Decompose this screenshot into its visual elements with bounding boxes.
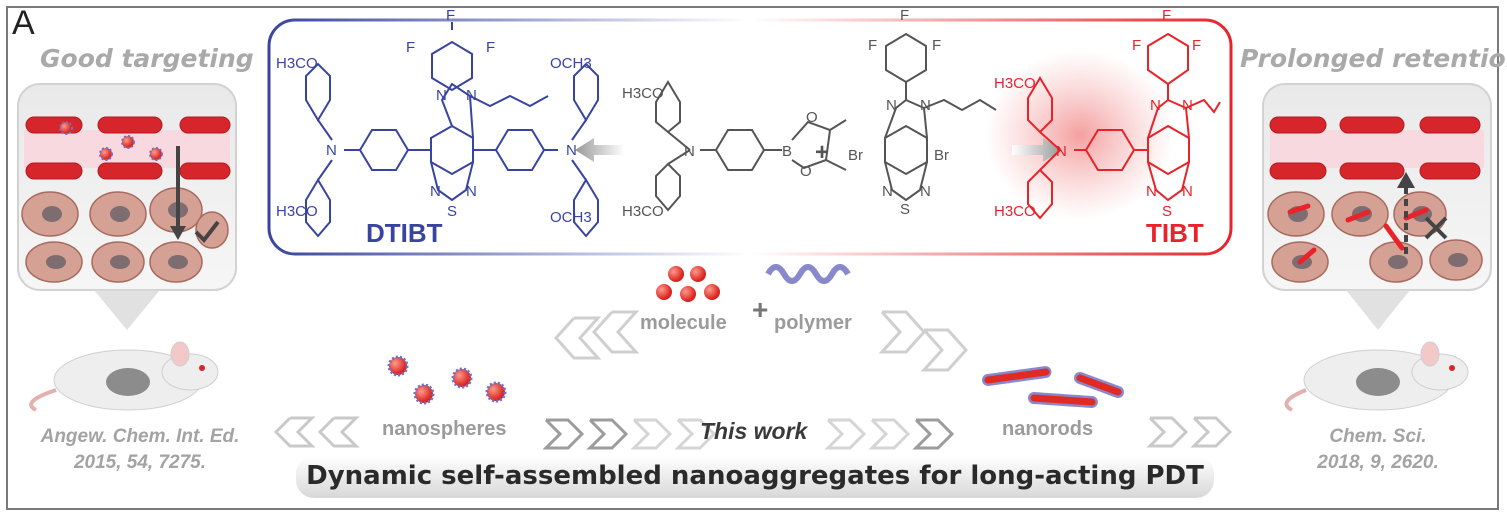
dtibt-structure	[305, 22, 599, 238]
atom-n: N	[326, 142, 337, 159]
arrow-to-dtibt	[575, 138, 625, 162]
mouse-left	[29, 341, 219, 412]
molecule-label: molecule	[640, 312, 727, 334]
atom-o: O	[806, 109, 818, 126]
label-h3co: H3CO	[276, 55, 318, 72]
banner-background	[296, 456, 1214, 498]
atom-n: N	[1150, 97, 1161, 114]
label-h3co: H3CO	[622, 85, 664, 102]
right-citation-journal: Chem. Sci.	[1329, 426, 1427, 447]
atom-f: F	[900, 7, 909, 24]
atom-f: F	[932, 37, 941, 54]
atom-f: F	[406, 39, 415, 56]
nanorods-label: nanorods	[1002, 418, 1094, 440]
left-citation-journal: Angew. Chem. Int. Ed.	[40, 426, 240, 447]
atom-f: F	[1132, 37, 1141, 54]
plus-label: +	[752, 294, 769, 325]
atom-f: F	[486, 39, 495, 56]
banner-title: Dynamic self-assembled nanoaggregates fo…	[306, 461, 1204, 491]
arrow-to-tibt	[1012, 138, 1062, 162]
left-citation: Angew. Chem. Int. Ed. 2015, 54, 7275.	[20, 424, 260, 476]
atom-n: N	[886, 97, 897, 114]
reactant-bromide-atoms: F F F N N Br Br N N S	[848, 7, 949, 218]
left-citation-year: 2015, 54, 7275.	[73, 452, 207, 473]
molecule-dots	[656, 266, 720, 302]
tibt-atoms: F F F H3CO H3CO N N N N N S	[994, 7, 1201, 220]
atom-n: N	[1146, 183, 1157, 200]
atom-n: N	[1056, 143, 1067, 160]
atom-n: N	[466, 87, 477, 104]
atom-n: N	[466, 183, 477, 200]
label-h3co: H3CO	[994, 75, 1036, 92]
label-och3: OCH3	[550, 55, 592, 72]
atom-n: N	[436, 87, 447, 104]
polymer-chain	[765, 264, 851, 284]
dtibt-atoms: F F F N N N N N N S H3CO H3CO OCH3 OCH3	[276, 7, 592, 226]
nanorods	[982, 366, 1124, 408]
left-title: Good targeting	[40, 44, 254, 73]
atom-f: F	[868, 37, 877, 54]
atom-f: F	[1162, 7, 1171, 24]
atom-s: S	[447, 203, 457, 220]
right-citation: Chem. Sci. 2018, 9, 2620.	[1268, 424, 1488, 476]
nanospheres	[387, 355, 507, 405]
label-h3co: H3CO	[622, 203, 664, 220]
reactant-amine	[655, 80, 847, 212]
right-citation-year: 2018, 9, 2620.	[1317, 452, 1439, 473]
label-h3co: H3CO	[276, 203, 318, 220]
tibt-label: TIBT	[1146, 218, 1204, 248]
right-card	[1262, 83, 1492, 330]
atom-s: S	[900, 201, 910, 218]
atom-n: N	[920, 97, 931, 114]
plus-sign: +	[815, 139, 829, 166]
atom-n: N	[430, 183, 441, 200]
polymer-label: polymer	[774, 312, 852, 334]
mouse-right	[1284, 341, 1469, 412]
atom-n: N	[1182, 97, 1193, 114]
atom-n: N	[1182, 183, 1193, 200]
atom-n: N	[920, 183, 931, 200]
atom-br: Br	[848, 147, 863, 164]
atom-n: N	[566, 142, 577, 159]
left-card	[17, 83, 237, 330]
atom-f: F	[1192, 37, 1201, 54]
lower-chevrons	[273, 416, 1233, 450]
label-h3co: H3CO	[994, 203, 1036, 220]
panel-letter: A	[12, 4, 35, 42]
this-work-label: This work	[700, 418, 808, 444]
atom-s: S	[1162, 203, 1172, 220]
upper-chevrons	[553, 310, 969, 372]
atom-b: B	[782, 143, 792, 160]
atom-f: F	[446, 7, 455, 24]
figure-border	[6, 6, 1499, 510]
right-title: Prolonged retention	[1240, 44, 1507, 73]
reactant-bromide	[884, 32, 997, 202]
reaction-box	[267, 18, 1233, 256]
reactant-amine-atoms: H3CO H3CO N B O O	[622, 85, 818, 220]
dtibt-label: DTIBT	[366, 218, 443, 248]
atom-br: Br	[934, 147, 949, 164]
atom-o: O	[800, 163, 812, 180]
atom-n: N	[684, 143, 695, 160]
label-och3: OCH3	[550, 209, 592, 226]
tibt-structure	[1027, 32, 1221, 220]
nanospheres-label: nanospheres	[382, 418, 507, 440]
atom-n: N	[882, 183, 893, 200]
